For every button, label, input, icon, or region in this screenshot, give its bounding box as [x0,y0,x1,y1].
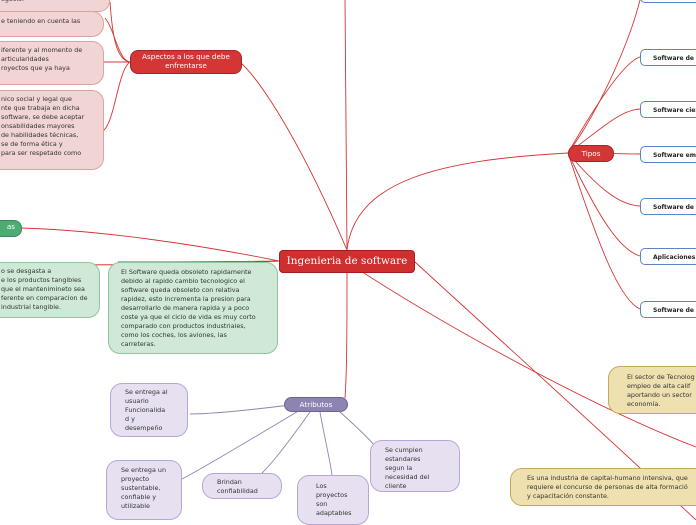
sector-note-1[interactable]: El sector de Tecnolog empleo de alta cal… [608,366,696,414]
caracteristicas-item-1[interactable]: o se desgasta a e los productos tangible… [0,262,100,318]
atributo-item-1[interactable]: Se entrega al usuario Funcionalida d y d… [110,383,188,437]
tipo-item-1[interactable]: Software de a [640,49,696,66]
tipo-item-0[interactable] [640,0,696,3]
branch-caracteristicas[interactable]: as [0,220,22,237]
caracteristicas-item-2[interactable]: El Software queda obsoleto rapidamente d… [108,262,278,354]
aspectos-item-2[interactable]: e teniendo en cuenta las [0,11,104,37]
atributo-item-3[interactable]: Brindan confiabilidad [202,473,282,499]
tipo-item-3[interactable]: Software emp [640,146,696,163]
branch-aspectos[interactable]: Aspectos a los que debe enfrentarse [130,50,242,74]
branch-atributos[interactable]: Atributos [284,397,348,412]
central-topic[interactable]: Ingenieria de software [279,250,415,273]
tipo-item-5[interactable]: Aplicaciones v [640,248,696,265]
sector-note-2[interactable]: Es una industria de capital-humano inten… [510,468,696,506]
tipo-item-2[interactable]: Software cien [640,101,696,118]
aspectos-item-3[interactable]: iferente y al momento de articularidades… [0,41,104,85]
atributo-item-5[interactable]: Se cumplen estandares segun la necesidad… [370,440,460,492]
tipo-item-6[interactable]: Software de in [640,301,696,318]
atributo-item-2[interactable]: Se entrega un proyecto sustentable, conf… [106,460,182,520]
atributo-item-4[interactable]: Los proyectos son adaptables [297,475,369,525]
tipo-item-4[interactable]: Software de li [640,198,696,215]
branch-tipos[interactable]: Tipos [568,145,614,162]
aspectos-item-4[interactable]: nico social y legal que nte que trabaja … [0,90,104,170]
